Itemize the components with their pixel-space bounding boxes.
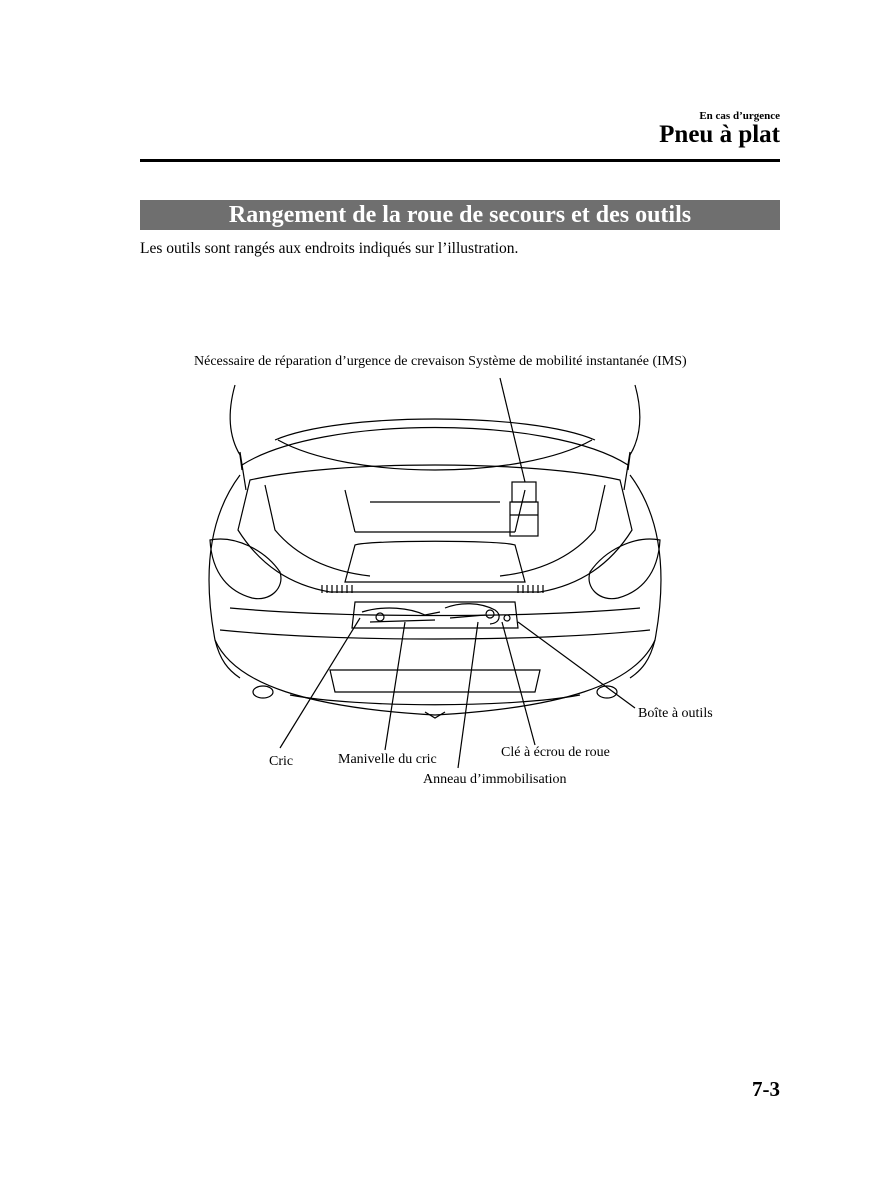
car-rear-drawing [208, 377, 662, 769]
page-number: 7-3 [752, 1077, 780, 1101]
section-heading: En cas d’urgence [699, 110, 780, 122]
label-toolbox: Boîte à outils [638, 706, 713, 721]
section-banner: Rangement de la roue de secours et des o… [140, 200, 780, 230]
label-tie-down-hook: Anneau d’immobilisation [423, 772, 567, 787]
trunk-illustration: Nécessaire de réparation d’urgence de cr… [140, 340, 780, 800]
label-jack-handle: Manivelle du cric [338, 752, 437, 767]
label-ims-kit: Nécessaire de réparation d’urgence de cr… [194, 354, 687, 369]
label-jack: Cric [269, 754, 294, 769]
intro-text: Les outils sont rangés aux endroits indi… [140, 240, 519, 257]
label-lug-wrench: Clé à écrou de roue [501, 745, 610, 760]
title-rule [140, 159, 780, 162]
page-title: Pneu à plat [659, 121, 780, 148]
